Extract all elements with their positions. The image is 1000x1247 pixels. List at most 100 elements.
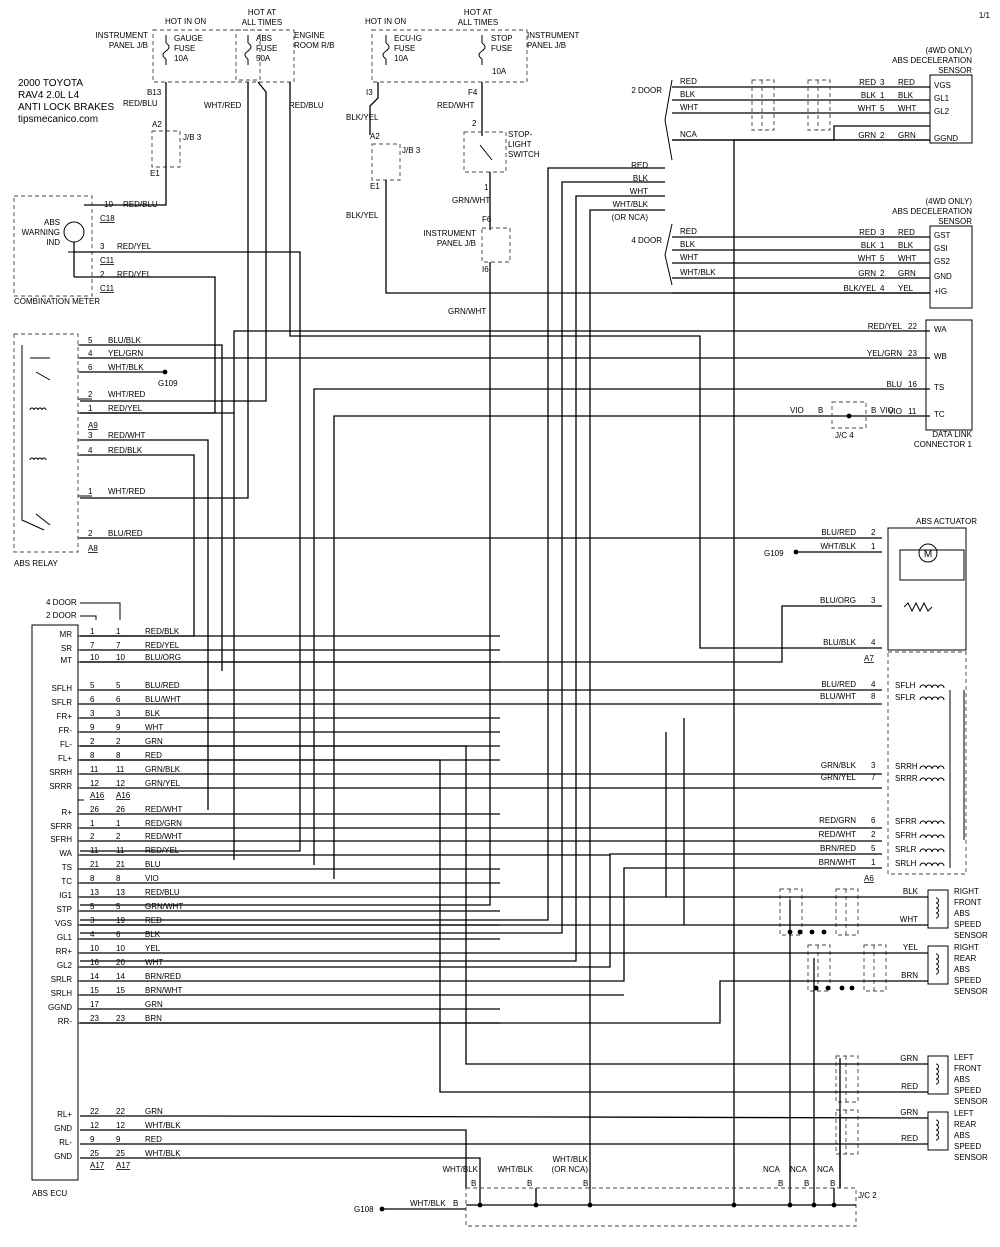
- speed-sensor-label: SENSOR: [954, 931, 988, 940]
- i6-label: I6: [482, 265, 489, 274]
- ecu-terminal: GND: [54, 1152, 72, 1161]
- combination-meter-box: [13, 195, 93, 297]
- hot-at-all-times-label: ALL TIMES: [242, 18, 282, 27]
- wire-label: WHT/BLK: [108, 363, 144, 372]
- wire-label: GRN: [145, 1000, 163, 1009]
- shield-drain-dot: [849, 985, 855, 991]
- ecu-pin-2door: 3: [116, 709, 121, 718]
- wire-wht-blk-bus: [589, 209, 665, 1188]
- door-leader: [80, 602, 121, 620]
- a2-label: A2: [370, 132, 380, 141]
- wire-label: BLK: [861, 241, 877, 250]
- ecu-pin-4door: 4: [90, 930, 95, 939]
- terminal-label: +IG: [934, 287, 947, 296]
- relay-contact: [35, 371, 51, 381]
- wire-label: RED: [680, 227, 697, 236]
- ecu-pin-2door: 1: [116, 819, 121, 828]
- combination-meter-label: COMBINATION METER: [14, 297, 100, 306]
- e1-label: E1: [150, 169, 160, 178]
- connector-label: C11: [100, 256, 115, 265]
- deceleration-sensor-box: [929, 225, 973, 309]
- speed-sensor-label: SENSOR: [954, 1097, 988, 1106]
- solenoid-coil: [919, 765, 945, 770]
- ecu-pin-4door: 3: [90, 709, 95, 718]
- ecu-pin-4door: 10: [90, 653, 99, 662]
- ecu-terminal: GL2: [57, 961, 73, 970]
- wire-label: GRN: [898, 269, 916, 278]
- wire-blk-gl1: [80, 181, 665, 934]
- motor-icon: [918, 543, 938, 563]
- wire-red-yel-wa: [233, 330, 930, 860]
- wire-red-blu: [289, 82, 882, 649]
- wire-brn-red-srlr: [500, 854, 611, 968]
- ecu-pin-2door: 21: [116, 860, 125, 869]
- ecu-pin-2door: 20: [116, 958, 125, 967]
- title-year-make: 2000 TOYOTA: [18, 78, 83, 89]
- wire-label: GRN: [145, 737, 163, 746]
- shield-drain-dot: [825, 985, 831, 991]
- wire-label: BLK/YEL: [346, 113, 379, 122]
- pin-label: 2: [880, 269, 885, 278]
- wire-label: WHT/BLK: [820, 542, 856, 551]
- speed-sensor-coil: [935, 897, 939, 919]
- ecu-pin-2door: 10: [116, 944, 125, 953]
- ecu-pin-4door: 9: [90, 723, 95, 732]
- pin-label: 5: [871, 844, 876, 853]
- jb3-label: J/B 3: [402, 146, 421, 155]
- stop-light-switch-label: STOP-: [508, 130, 533, 139]
- pin-label: B: [778, 1179, 783, 1188]
- shield: [779, 888, 803, 936]
- ecu-terminal: GGND: [48, 1003, 72, 1012]
- wire-grn-ggnd: [733, 125, 930, 1188]
- abs-actuator-label: ABS ACTUATOR: [916, 517, 977, 526]
- solenoid-coil: [919, 848, 945, 853]
- ecu-pin-4door: 10: [90, 944, 99, 953]
- jc2-label: J/C 2: [858, 1191, 877, 1200]
- wire-label: WHT: [858, 104, 876, 113]
- ecu-pin-2door: 8: [116, 751, 121, 760]
- brace: [664, 79, 673, 161]
- ecu-terminal: GND: [54, 1124, 72, 1133]
- ecu-pin-4door: 7: [90, 641, 95, 650]
- abs-fuse-label: ABS: [256, 34, 272, 43]
- ecu-terminal: STP: [56, 905, 72, 914]
- solenoid-label: SRRR: [895, 774, 918, 783]
- bus-label: WHT: [630, 187, 648, 196]
- speed-sensor-label: RIGHT: [954, 943, 979, 952]
- wire-red-blu-gauge: [84, 82, 167, 206]
- wire-brn-red: [500, 853, 882, 856]
- relay-pin: 1: [88, 404, 93, 413]
- wire-label: BLU: [886, 380, 902, 389]
- pin-label: 22: [908, 322, 917, 331]
- shield: [751, 79, 775, 131]
- gauge-fuse-label: 10A: [174, 54, 189, 63]
- ecu-pin-2door: 13: [116, 888, 125, 897]
- speed-sensor-label: ABS: [954, 1131, 970, 1140]
- wire-label: BRN: [145, 1014, 162, 1023]
- instrument-panel-jb-label: INSTRUMENT: [96, 31, 149, 40]
- ecu-pin-2door: 12: [116, 1121, 125, 1130]
- wire-label: BLU/RED: [145, 681, 180, 690]
- wire-wht-gl2: [80, 195, 665, 962]
- ecu-terminal: FL-: [60, 740, 72, 749]
- wire-label: BLU/RED: [821, 528, 856, 537]
- ecu-pin-4door: 26: [90, 805, 99, 814]
- stop-light-switch-label: SWITCH: [508, 150, 540, 159]
- wire-label: WHT/BLK: [497, 1165, 533, 1174]
- ecu-pin-2door: 6: [116, 930, 121, 939]
- terminal-label: GS2: [934, 257, 951, 266]
- wire-label: RED: [898, 78, 915, 87]
- ecu-pin-2door: 5: [116, 902, 121, 911]
- ecu-pin-4door: A16: [90, 791, 105, 800]
- pin-label: 2: [472, 119, 477, 128]
- wire-label: RED/WHT: [145, 832, 182, 841]
- shield: [835, 888, 859, 936]
- wire-label: BLU: [145, 860, 161, 869]
- ecu-pin-4door: 8: [90, 751, 95, 760]
- pin-label: B: [527, 1179, 532, 1188]
- wire-label: VIO: [145, 874, 159, 883]
- relay-pin: 4: [88, 446, 93, 455]
- ecu-terminal: RL-: [59, 1138, 72, 1147]
- ecu-pin-2door: 11: [116, 765, 125, 774]
- ecu-pin-4door: 2: [90, 737, 95, 746]
